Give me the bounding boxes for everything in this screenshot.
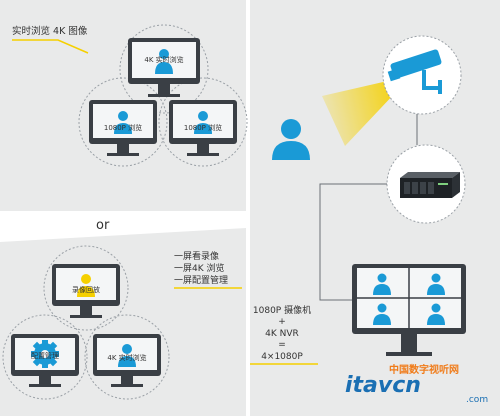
monitor-label: 录像回放	[72, 285, 100, 294]
person-icon	[155, 49, 173, 74]
person-icon	[373, 273, 391, 295]
circle-right	[158, 77, 248, 167]
divider-or-text: or	[96, 218, 110, 233]
monitor-config: 配置管理	[11, 334, 79, 387]
person-icon	[272, 119, 310, 160]
person-icon	[427, 273, 445, 295]
monitor-1080p-left: 1080P 浏览	[89, 100, 157, 156]
watermark-brand: itavcn	[345, 373, 421, 398]
monitor-quad-view	[352, 264, 466, 356]
monitor-label: 4K 实时浏览	[144, 55, 183, 64]
person-icon	[114, 111, 132, 134]
caption-line-1: 一屏看录像	[174, 250, 219, 262]
formula-nvr: 4K NVR	[265, 329, 299, 339]
monitor-1080p-right: 1080P 浏览	[169, 100, 237, 156]
caption-underline	[12, 39, 89, 54]
formula-plus: +	[278, 317, 286, 327]
divider-band	[0, 211, 246, 242]
monitor-playback: 录像回放	[52, 264, 120, 318]
circle-left	[2, 314, 88, 400]
camera-icon	[387, 49, 442, 94]
formula-camera: 1080P 摄像机	[253, 304, 311, 316]
person-icon	[118, 344, 136, 367]
connector-nvr-display	[319, 183, 387, 301]
watermark-logo: itavcn 中国数字视听网 .com	[345, 363, 488, 405]
gear-icon	[31, 340, 59, 368]
formula: 1080P 摄像机 + 4K NVR = 4×1080P	[250, 304, 318, 365]
monitor-4k-live-bottom: 4K 实时浏览	[93, 334, 161, 387]
person-icon	[77, 274, 95, 297]
left-top-caption: 实时浏览 4K 图像	[12, 25, 88, 37]
camera-beam	[322, 80, 396, 146]
caption-line-2: 一屏4K 浏览	[174, 262, 225, 274]
monitor-label: 1080P 浏览	[104, 123, 142, 132]
monitor-label: 配置管理	[31, 351, 59, 360]
nvr-icon	[400, 172, 460, 198]
circle-left	[78, 77, 168, 167]
person-icon	[427, 303, 445, 325]
monitor-4k-live: 4K 实时浏览	[128, 38, 200, 97]
person-icon	[373, 303, 391, 325]
circle-right	[84, 314, 170, 400]
person-icon	[194, 111, 212, 134]
circle-top	[43, 245, 129, 331]
monitor-label: 4K 实时浏览	[107, 353, 146, 362]
formula-equals: =	[278, 340, 286, 350]
caption-line-3: 一屏配置管理	[174, 274, 228, 286]
formula-result: 4×1080P	[261, 352, 303, 362]
circle-top	[119, 24, 209, 114]
watermark-cn: 中国数字视听网	[389, 363, 459, 376]
watermark-domain: .com	[466, 395, 488, 405]
monitor-label: 1080P 浏览	[184, 123, 222, 132]
